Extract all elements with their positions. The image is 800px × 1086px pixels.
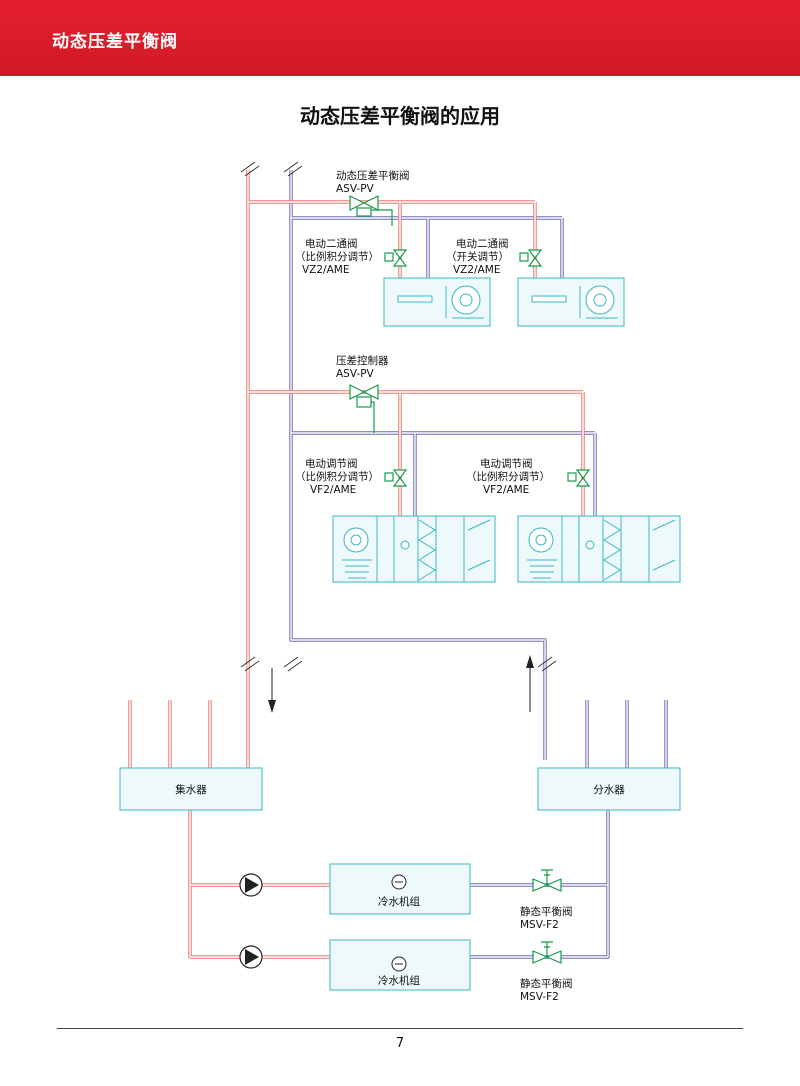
chiller-unit-top (329, 863, 471, 915)
vf2-left-mode: （比例积分调节） (295, 470, 379, 483)
footer-divider (57, 1028, 743, 1029)
water-collector (119, 767, 263, 811)
vz2-left-mode: （比例积分调节） (295, 250, 379, 263)
msv-top-model: MSV-F2 (520, 919, 559, 931)
asv-valve-middle (349, 384, 379, 433)
vz2-valve-left (384, 249, 408, 267)
header-bar: 动态压差平衡阀 (0, 0, 800, 76)
chiller-unit-bottom (329, 939, 471, 991)
vz2-left-model: VZ2/AME (302, 264, 349, 276)
return-pipes (289, 170, 668, 959)
vf2-valve-left (384, 469, 408, 487)
vf2-right-mode: （比例积分调节） (466, 470, 550, 483)
msv-valve-top (532, 869, 562, 892)
chiller-top-label: 冷水机组 (378, 895, 420, 908)
asv-middle-name: 压差控制器 (336, 354, 389, 367)
vz2-right-name: 电动二通阀 (456, 237, 509, 250)
fan-coil-unit-left (383, 277, 491, 327)
vz2-valve-right (519, 249, 543, 267)
fan-coil-unit-right (517, 277, 625, 327)
msv-bottom-model: MSV-F2 (520, 991, 559, 1003)
msv-bottom-name: 静态平衡阀 (520, 977, 573, 990)
vz2-right-mode: （开关调节） (446, 250, 509, 263)
vf2-valve-right (567, 469, 591, 487)
vf2-left-name: 电动调节阀 (305, 457, 358, 470)
asv-middle-model: ASV-PV (336, 368, 375, 380)
page-number: 7 (395, 1036, 405, 1051)
vf2-left-model: VF2/AME (310, 484, 356, 496)
header-title: 动态压差平衡阀 (52, 32, 178, 52)
page-title: 动态压差平衡阀的应用 (300, 104, 500, 128)
flow-arrow-up (526, 655, 534, 712)
pump-icon (239, 945, 263, 969)
diagram-labels: 动态压差平衡阀 ASV-PV 电动二通阀 （比例积分调节） VZ2/AME 电动… (175, 169, 625, 1003)
chiller-bottom-label: 冷水机组 (378, 974, 420, 987)
asv-top-name: 动态压差平衡阀 (336, 169, 410, 182)
vz2-left-name: 电动二通阀 (305, 237, 358, 250)
asv-valve-top (349, 195, 393, 226)
pump-icon (239, 873, 263, 897)
air-handling-unit-right (517, 515, 681, 583)
msv-valve-bottom (532, 941, 562, 964)
water-distributor (537, 767, 681, 811)
pipe-break-marks (240, 161, 557, 672)
air-handling-unit-left (332, 515, 496, 583)
collector-label: 集水器 (175, 783, 207, 796)
flow-arrow-down (268, 668, 276, 713)
asv-top-model: ASV-PV (336, 183, 375, 195)
vf2-right-model: VF2/AME (483, 484, 529, 496)
vf2-right-name: 电动调节阀 (480, 457, 533, 470)
distributor-label: 分水器 (593, 784, 625, 796)
vz2-right-model: VZ2/AME (453, 264, 500, 276)
msv-top-name: 静态平衡阀 (520, 905, 573, 918)
